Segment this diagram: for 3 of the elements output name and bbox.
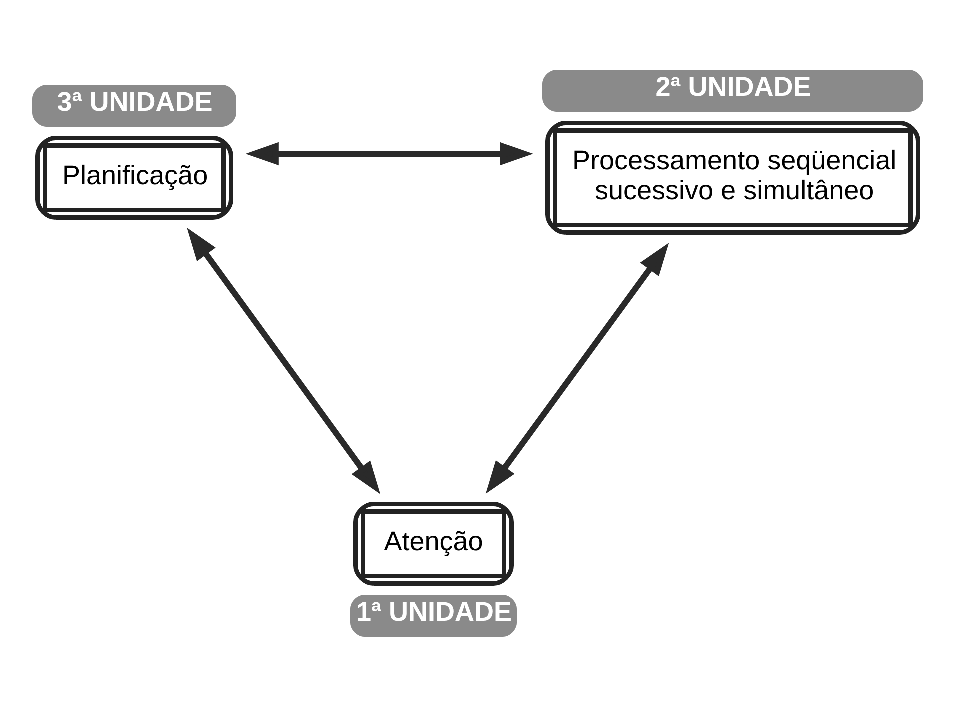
arrow bbox=[187, 228, 381, 494]
arrow bbox=[486, 242, 670, 494]
arrow bbox=[246, 142, 534, 166]
